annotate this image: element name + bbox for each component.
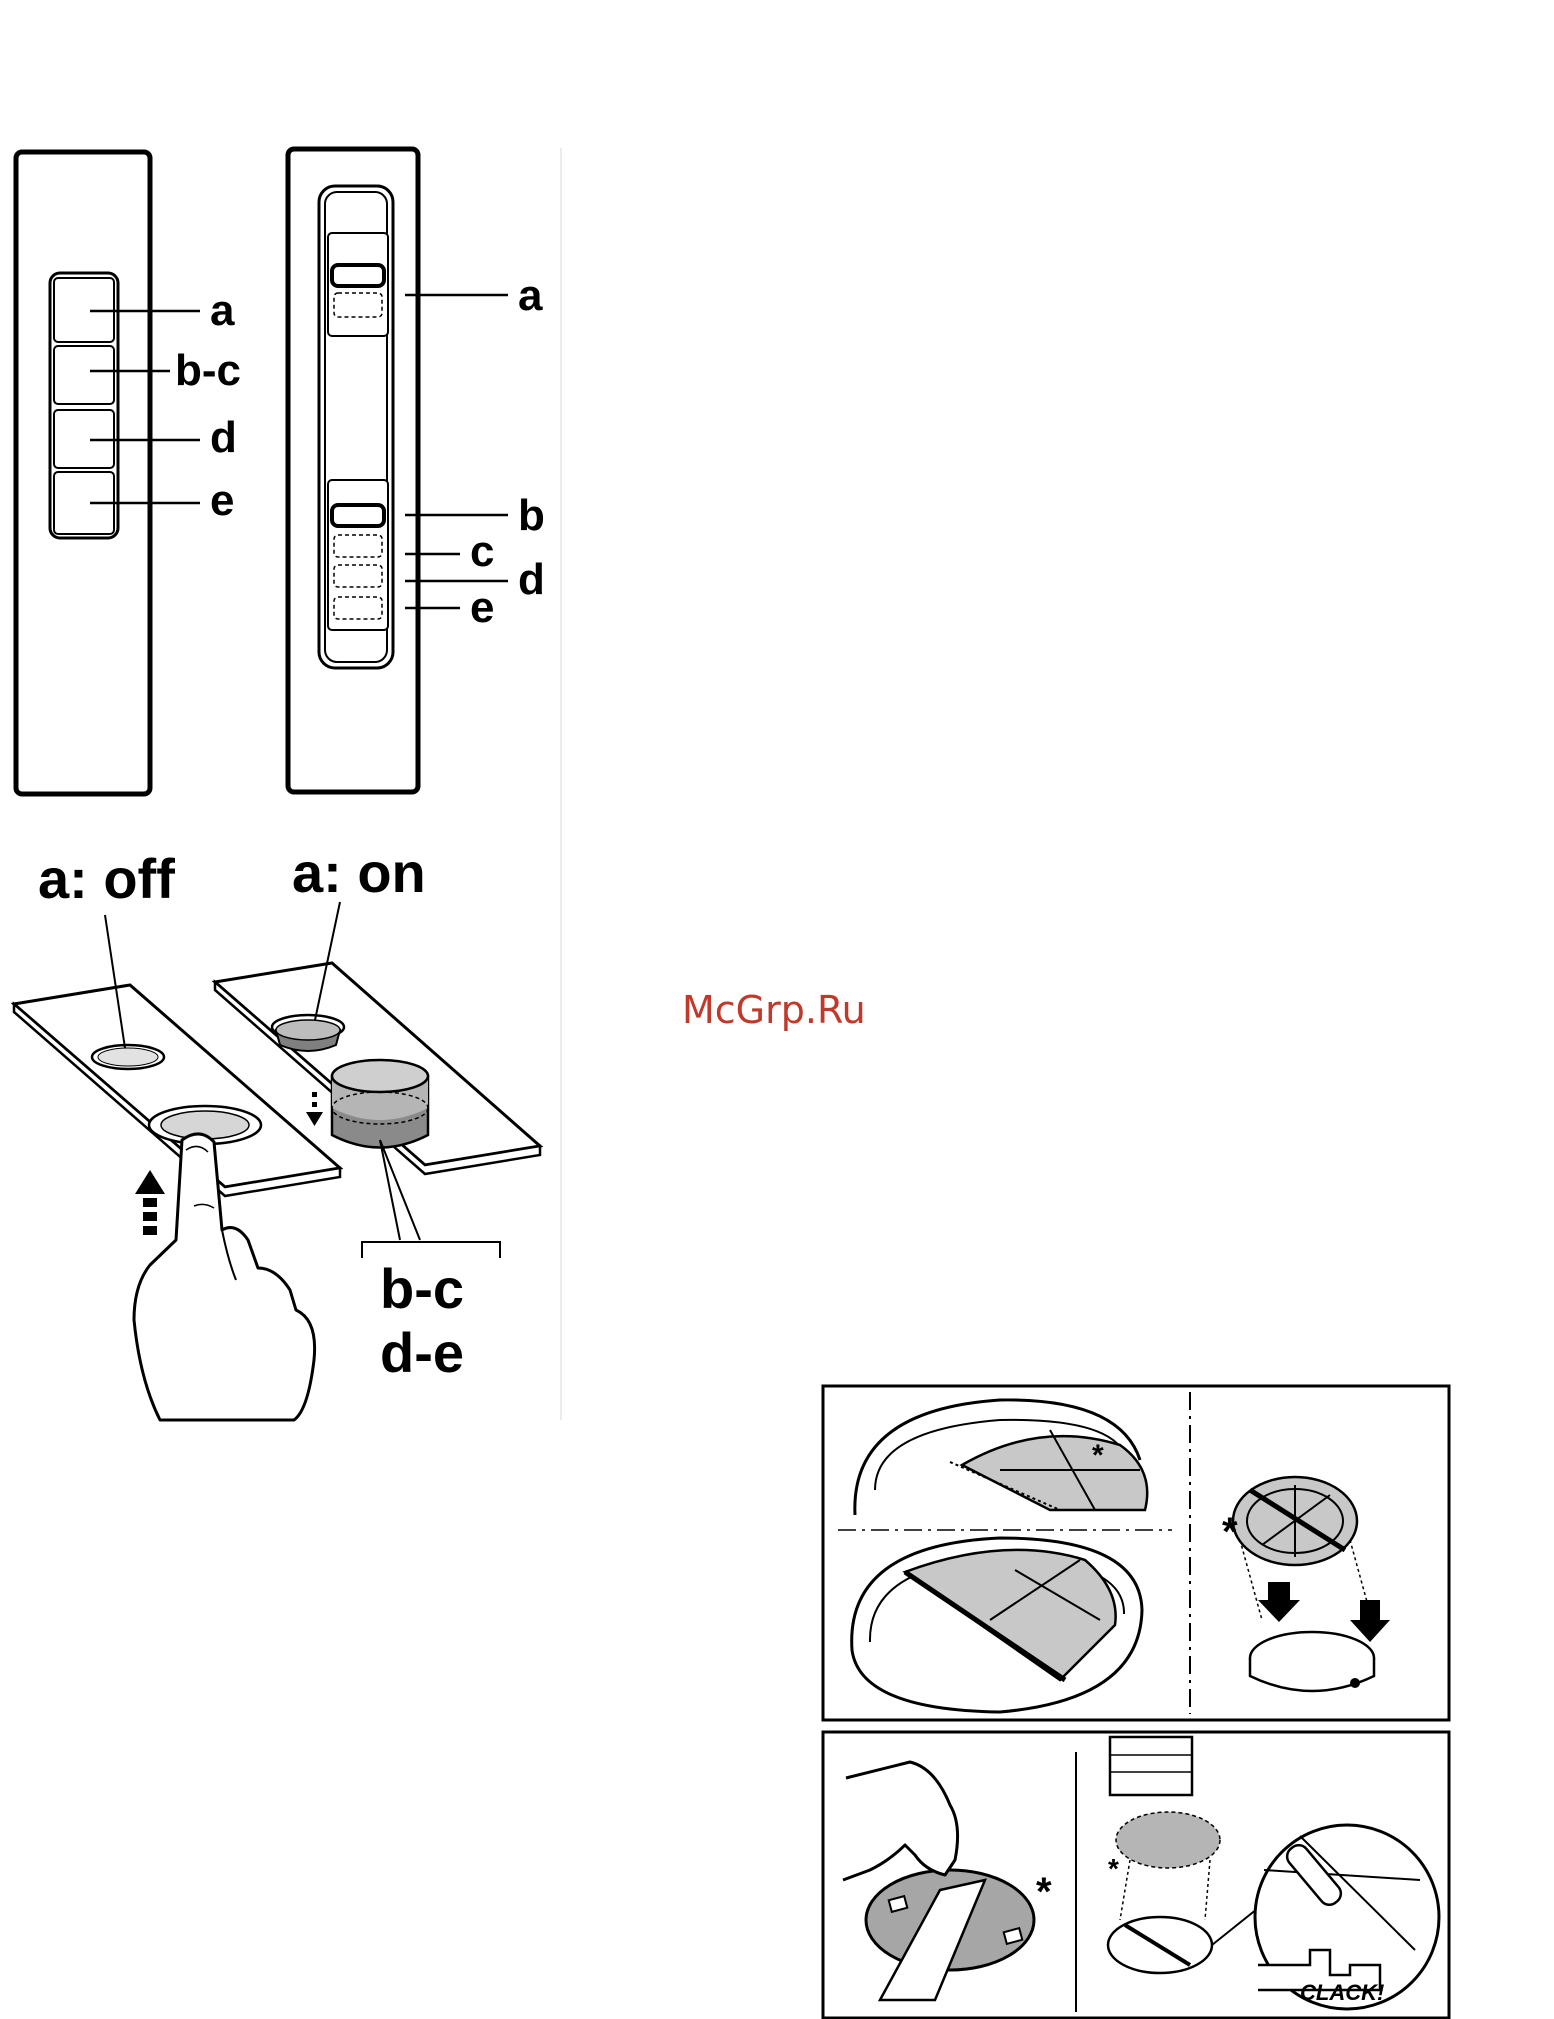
clack-label: CLACK! xyxy=(1300,1980,1384,2005)
switch-illustration: a: off a: on xyxy=(14,841,540,1420)
slider-a-knob xyxy=(332,265,384,286)
button-b-c xyxy=(54,346,114,404)
panel1-label-d: d xyxy=(210,413,237,462)
label-speed-d-e: d-e xyxy=(380,1321,464,1384)
label-a-on: a: on xyxy=(292,841,426,904)
panel1-label-b-c: b-c xyxy=(175,346,241,395)
panel1-label-a: a xyxy=(210,286,235,335)
slider-speed-knob xyxy=(332,505,384,526)
filter-install-box-top: * * xyxy=(823,1386,1449,1720)
filter-install-box-bottom: * * CLACK! xyxy=(823,1732,1449,2018)
panel2-label-c: c xyxy=(470,527,494,576)
star-mark-1: * xyxy=(1092,1439,1104,1472)
control-panel-sliders: a b c d e xyxy=(288,149,545,792)
panel2-label-a: a xyxy=(518,271,543,320)
panel2-label-e: e xyxy=(470,583,494,632)
star-mark-4: * xyxy=(1108,1853,1119,1884)
panel2-label-d: d xyxy=(518,555,545,604)
slider-speed xyxy=(328,480,388,630)
panel1-label-e: e xyxy=(210,476,234,525)
label-a-off: a: off xyxy=(38,847,175,910)
star-mark-2: * xyxy=(1222,1510,1238,1554)
star-mark-3: * xyxy=(1036,1870,1052,1914)
control-panel-buttons: a b-c d e xyxy=(16,152,241,794)
watermark: McGrp.Ru xyxy=(682,988,866,1032)
panel2-label-b: b xyxy=(518,491,545,540)
label-speed-b-c: b-c xyxy=(380,1257,464,1320)
